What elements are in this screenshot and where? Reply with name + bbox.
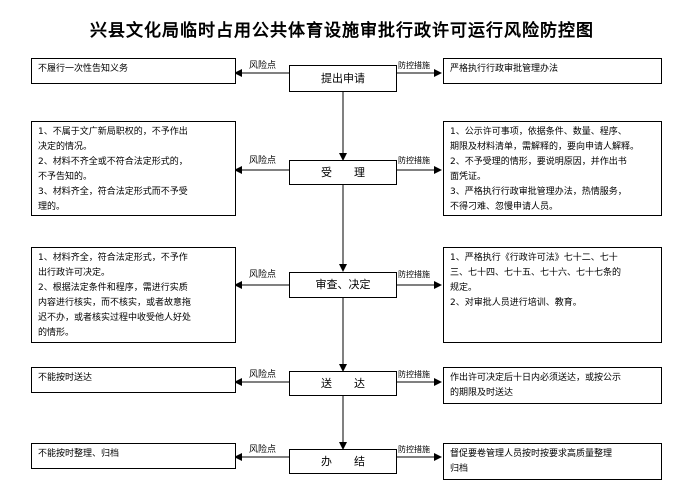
risk-label-1: 风险点	[249, 61, 277, 71]
control-text-2-1: 1、公示许可事项，依据条件、数量、程序、	[450, 127, 627, 137]
risk-box-4: 不能按时送达	[31, 367, 236, 393]
control-text-3-2: 三、七十四、七十五、七十六、七十七条的	[450, 268, 622, 278]
risk-text-4-1: 不能按时送达	[38, 373, 93, 383]
control-box-2: 1、公示许可事项，依据条件、数量、程序、 期限及材料清单，需解释的，要向申请人解…	[443, 121, 662, 216]
risk-label-2: 风险点	[249, 156, 277, 166]
control-text-3-4: 2、对审批人员进行培训、教育。	[450, 298, 582, 308]
control-label-2: 防控措施	[398, 156, 430, 165]
control-box-5: 督促要卷管理人员按时按要求高质量整理 归档	[443, 443, 662, 480]
control-label-5: 防控措施	[398, 445, 430, 454]
risk-text-2-3: 2、材料不齐全或不符合法定形式的，	[38, 157, 188, 167]
control-box-3: 1、严格执行《行政许可法》七十二、七十 三、七十四、七十五、七十六、七十七条的 …	[443, 247, 662, 343]
control-box-4: 作出许可决定后十日内必须送达，或按公示 的期限及时送达	[443, 367, 662, 404]
risk-text-2-4: 不予告知的。	[38, 172, 93, 182]
page-title: 兴县文化局临时占用公共体育设施审批行政许可运行风险防控图	[90, 21, 594, 41]
risk-box-1: 不履行一次性告知义务	[31, 58, 236, 84]
control-label-4: 防控措施	[398, 370, 430, 379]
risk-label-5: 风险点	[249, 445, 277, 455]
step-box-1: 提出申请	[289, 65, 397, 92]
risk-text-1-1: 不履行一次性告知义务	[38, 64, 129, 74]
step-name-2: 受 理	[321, 166, 365, 179]
step-name-4: 送 达	[321, 377, 365, 390]
control-text-3-3: 规定。	[450, 283, 478, 293]
control-label-1: 防控措施	[398, 61, 430, 70]
control-text-2-5: 3、严格执行行政审批管理办法，热情服务，	[450, 187, 627, 197]
risk-text-2-1: 1、不属于文广新局职权的，不予作出	[38, 127, 188, 137]
risk-box-5: 不能按时整理、归档	[31, 443, 236, 469]
risk-label-3: 风险点	[249, 270, 277, 280]
control-box-1: 严格执行行政审批管理办法	[443, 58, 662, 84]
risk-text-2-2: 决定的情况。	[38, 142, 93, 152]
risk-text-3-3: 2、根据法定条件和程序，需进行实质	[38, 283, 188, 293]
control-text-2-4: 面凭证。	[450, 172, 487, 182]
risk-text-3-1: 1、材料齐全，符合法定形式，不予作	[38, 253, 188, 263]
risk-text-2-6: 理的。	[38, 202, 66, 212]
control-text-2-3: 2、不予受理的情形，要说明原因，并作出书	[450, 157, 627, 167]
step-box-4: 送 达	[289, 371, 397, 396]
control-text-2-6: 不得刁难、忽慢申请人员。	[450, 202, 559, 212]
risk-text-5-1: 不能按时整理、归档	[38, 449, 120, 459]
risk-text-3-6: 的情形。	[38, 328, 75, 338]
control-text-1-1: 严格执行行政审批管理办法	[450, 64, 559, 74]
risk-text-3-4: 内容进行核实，而不核实，或者故意拖	[38, 298, 192, 308]
step-box-3: 审查、决定	[289, 272, 397, 298]
risk-box-3: 1、材料齐全，符合法定形式，不予作 出行政许可决定。 2、根据法定条件和程序，需…	[31, 247, 236, 343]
step-name-5: 办 结	[321, 455, 365, 468]
risk-box-2: 1、不属于文广新局职权的，不予作出 决定的情况。 2、材料不齐全或不符合法定形式…	[31, 121, 236, 216]
control-text-4-1: 作出许可决定后十日内必须送达，或按公示	[450, 373, 622, 383]
control-text-4-2: 的期限及时送达	[450, 388, 514, 398]
control-text-3-1: 1、严格执行《行政许可法》七十二、七十	[450, 253, 618, 263]
risk-text-2-5: 3、材料齐全，符合法定形式而不予受	[38, 187, 188, 197]
step-name-3: 审查、决定	[315, 278, 371, 291]
risk-text-3-5: 迟不办，或者核实过程中收受他人好处	[38, 313, 192, 323]
control-label-3: 防控措施	[398, 270, 430, 279]
step-box-2: 受 理	[289, 160, 397, 185]
step-name-1: 提出申请	[321, 72, 365, 85]
risk-label-4: 风险点	[249, 370, 277, 380]
control-text-5-1: 督促要卷管理人员按时按要求高质量整理	[450, 449, 613, 459]
step-box-5: 办 结	[289, 449, 397, 474]
control-text-2-2: 期限及材料清单，需解释的，要向申请人解释。	[450, 142, 640, 152]
risk-text-3-2: 出行政许可决定。	[38, 268, 111, 278]
control-text-5-2: 归档	[450, 464, 469, 474]
